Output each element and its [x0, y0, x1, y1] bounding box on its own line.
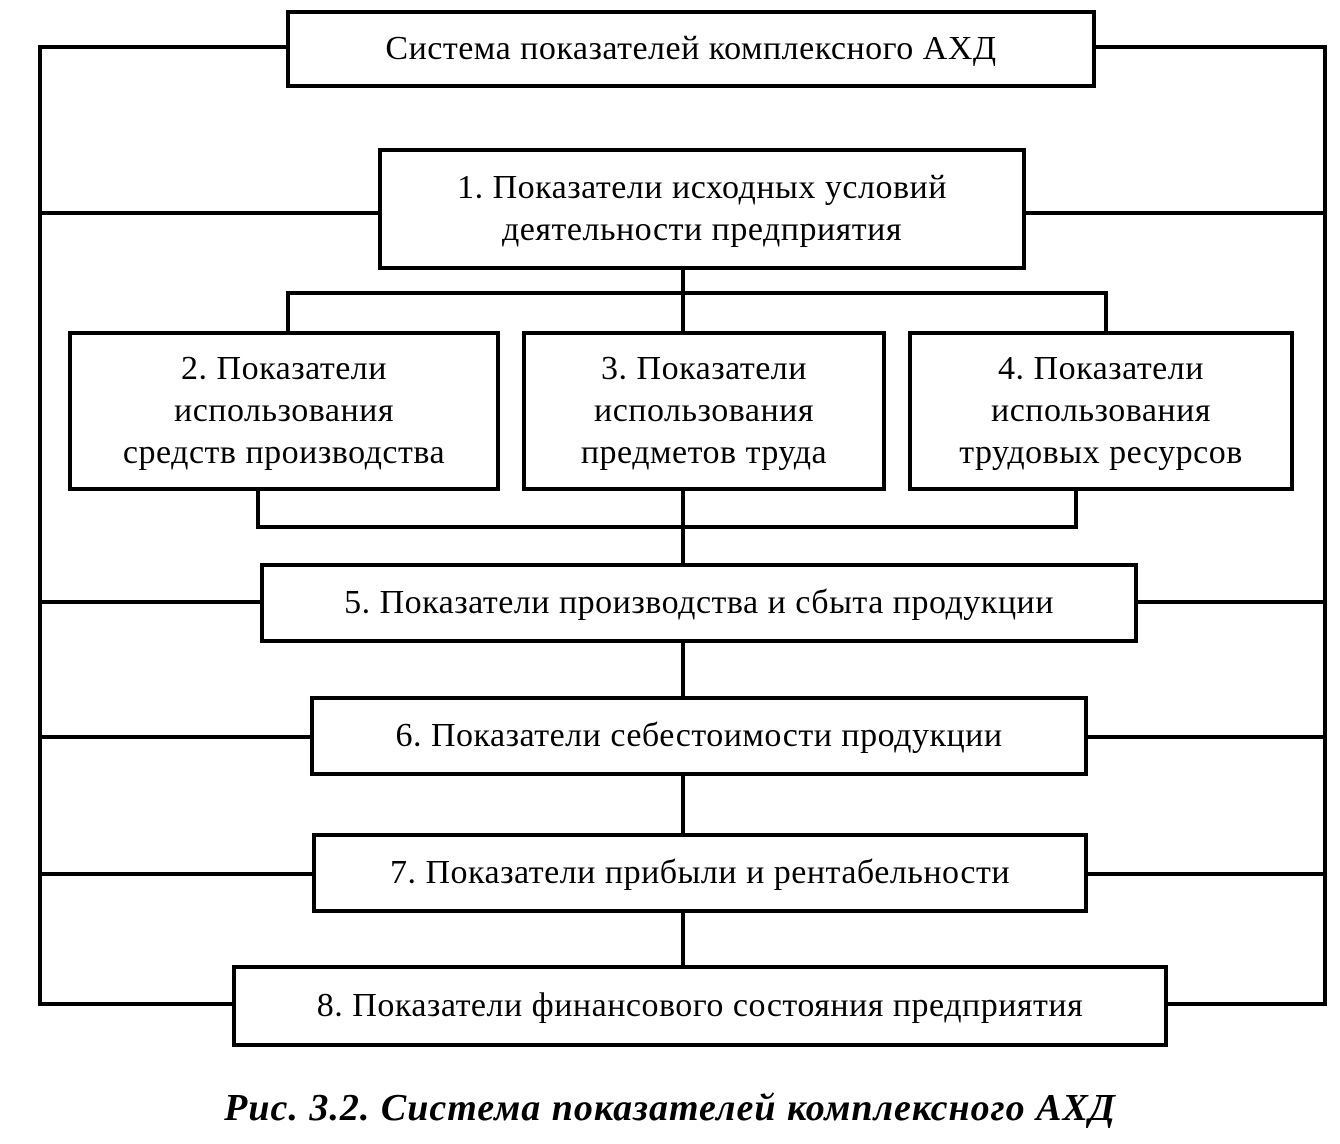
box-1-initial-conditions: 1. Показатели исходных условий деятельно… — [378, 148, 1026, 270]
box-5-production-and-sales: 5. Показатели производства и сбыта проду… — [260, 563, 1138, 643]
box-8-financial-condition: 8. Показатели финансового состояния пред… — [232, 965, 1168, 1047]
box-6-label: 6. Показатели себестоимости продукции — [395, 717, 1003, 754]
box-6-cost: 6. Показатели себестоимости продукции — [310, 696, 1088, 776]
box-4-labor-resources: 4. Показатели использования трудовых рес… — [908, 331, 1294, 491]
system-box: Система показателей комплексного АХД — [286, 10, 1096, 88]
box-8-label: 8. Показатели финансового состояния пред… — [316, 987, 1084, 1024]
left-bus-line — [38, 45, 290, 1006]
box-1-label: 1. Показатели исходных условий деятельно… — [457, 169, 947, 248]
figure-caption: Рис. 3.2. Система показателей комплексно… — [224, 1087, 1116, 1129]
box-2-label: 2. Показатели использования средств прои… — [122, 350, 446, 471]
box-2-means-of-production: 2. Показатели использования средств прои… — [68, 331, 500, 491]
system-box-label: Система показателей комплексного АХД — [385, 30, 997, 67]
box-5-label: 5. Показатели производства и сбыта проду… — [344, 584, 1054, 621]
box-3-label: 3. Показатели использования предметов тр… — [580, 350, 828, 471]
box-3-objects-of-labor: 3. Показатели использования предметов тр… — [522, 331, 886, 491]
box-7-label: 7. Показатели прибыли и рентабельности — [389, 854, 1011, 891]
box-7-profit: 7. Показатели прибыли и рентабельности — [312, 833, 1088, 913]
box-4-label: 4. Показатели использования трудовых рес… — [959, 350, 1243, 471]
right-bus-line — [1092, 45, 1327, 1006]
